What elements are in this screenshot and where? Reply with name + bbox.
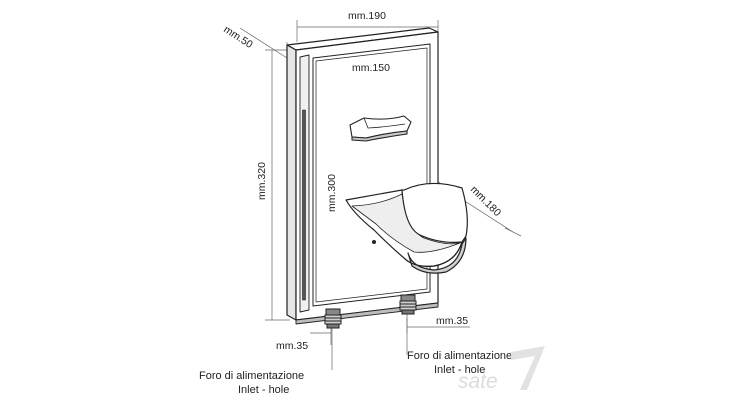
right-inlet-callout-line2: Inlet - hole <box>434 364 485 376</box>
width-dimension-label: mm.190 <box>348 10 386 22</box>
inner-height-dimension-label: mm.300 <box>326 174 338 212</box>
spout-tray <box>345 182 468 274</box>
inner-width-dimension-label: mm.150 <box>352 62 390 74</box>
left-inlet-callout-line2: Inlet - hole <box>238 384 289 396</box>
left-inlet-offset-label: mm.35 <box>276 340 308 352</box>
depth-dimension-label: mm.50 <box>221 23 255 51</box>
body-side-face <box>286 44 297 321</box>
watermark-logo: sate <box>458 346 545 393</box>
left-inlet-callout-line1: Foro di alimentazione <box>199 370 304 382</box>
inner-panel-rim <box>315 47 428 303</box>
side-slot <box>302 109 306 301</box>
right-inlet-offset-label: mm.35 <box>436 315 468 327</box>
inlet-fitting-right <box>399 294 417 315</box>
inlet-fitting-left <box>324 308 342 329</box>
height-dimension-label: mm.320 <box>256 162 268 200</box>
tray-dimension-label: mm.180 <box>468 184 503 219</box>
watermark-seven-icon <box>511 346 545 390</box>
watermark-text: sate <box>458 370 498 393</box>
screw-hole <box>372 240 376 244</box>
control-lever <box>349 115 412 142</box>
right-inlet-callout-line1: Foro di alimentazione <box>407 350 512 362</box>
